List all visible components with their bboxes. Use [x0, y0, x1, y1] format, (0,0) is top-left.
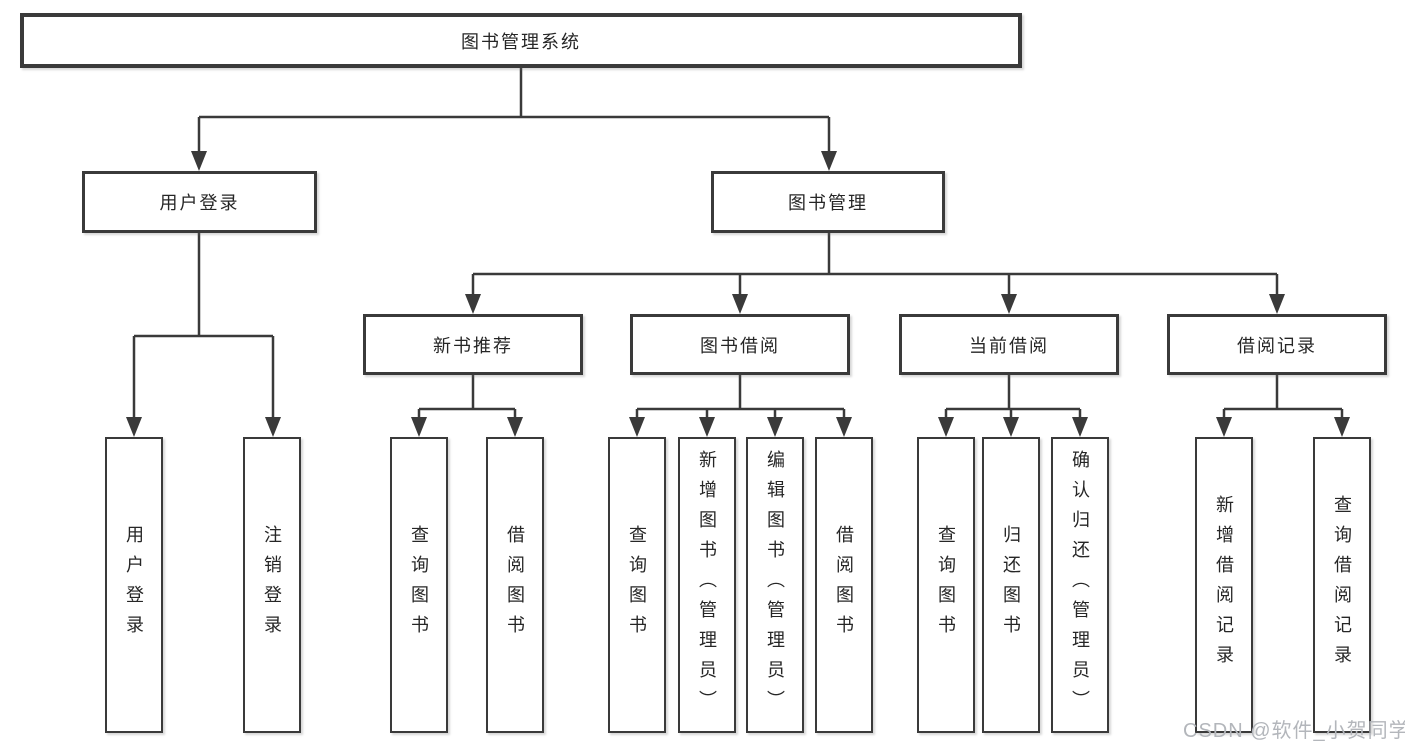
leaf-add-borrow-record: 新增借阅记录 — [1195, 437, 1253, 733]
leaf-recommend-borrow-books: 借阅图书 — [486, 437, 544, 733]
watermark: CSDN @软件_小贺同学 — [1183, 720, 1405, 742]
node-new-book-recommend: 新书推荐 — [363, 314, 583, 375]
leaf-borrow-books: 借阅图书 — [815, 437, 873, 733]
leaf-edit-books-admin: 编辑图书（管理员） — [746, 437, 804, 733]
leaf-query-borrow-record: 查询借阅记录 — [1313, 437, 1371, 733]
node-library-system: 图书管理系统 — [20, 13, 1022, 68]
connectors-borrow-records — [1216, 374, 1350, 437]
leaf-current-query-books: 查询图书 — [917, 437, 975, 733]
node-borrow-records: 借阅记录 — [1167, 314, 1387, 375]
node-book-management: 图书管理 — [711, 171, 945, 233]
leaf-logout: 注销登录 — [243, 437, 301, 733]
connectors-book-management — [465, 232, 1285, 314]
leaf-recommend-query-books: 查询图书 — [390, 437, 448, 733]
leaf-borrow-query-books: 查询图书 — [608, 437, 666, 733]
node-book-borrow: 图书借阅 — [630, 314, 850, 375]
connectors-current-borrow — [938, 374, 1088, 437]
node-user-login: 用户登录 — [82, 171, 317, 233]
connectors-root — [191, 66, 837, 171]
leaf-return-books: 归还图书 — [982, 437, 1040, 733]
leaf-confirm-return-admin: 确认归还（管理员） — [1051, 437, 1109, 733]
leaf-add-books-admin: 新增图书（管理员） — [678, 437, 736, 733]
connectors-user-login — [126, 232, 281, 437]
node-current-borrow: 当前借阅 — [899, 314, 1119, 375]
connectors-new-book-recommend — [411, 374, 523, 437]
leaf-user-login: 用户登录 — [105, 437, 163, 733]
connectors-book-borrow — [629, 374, 852, 437]
